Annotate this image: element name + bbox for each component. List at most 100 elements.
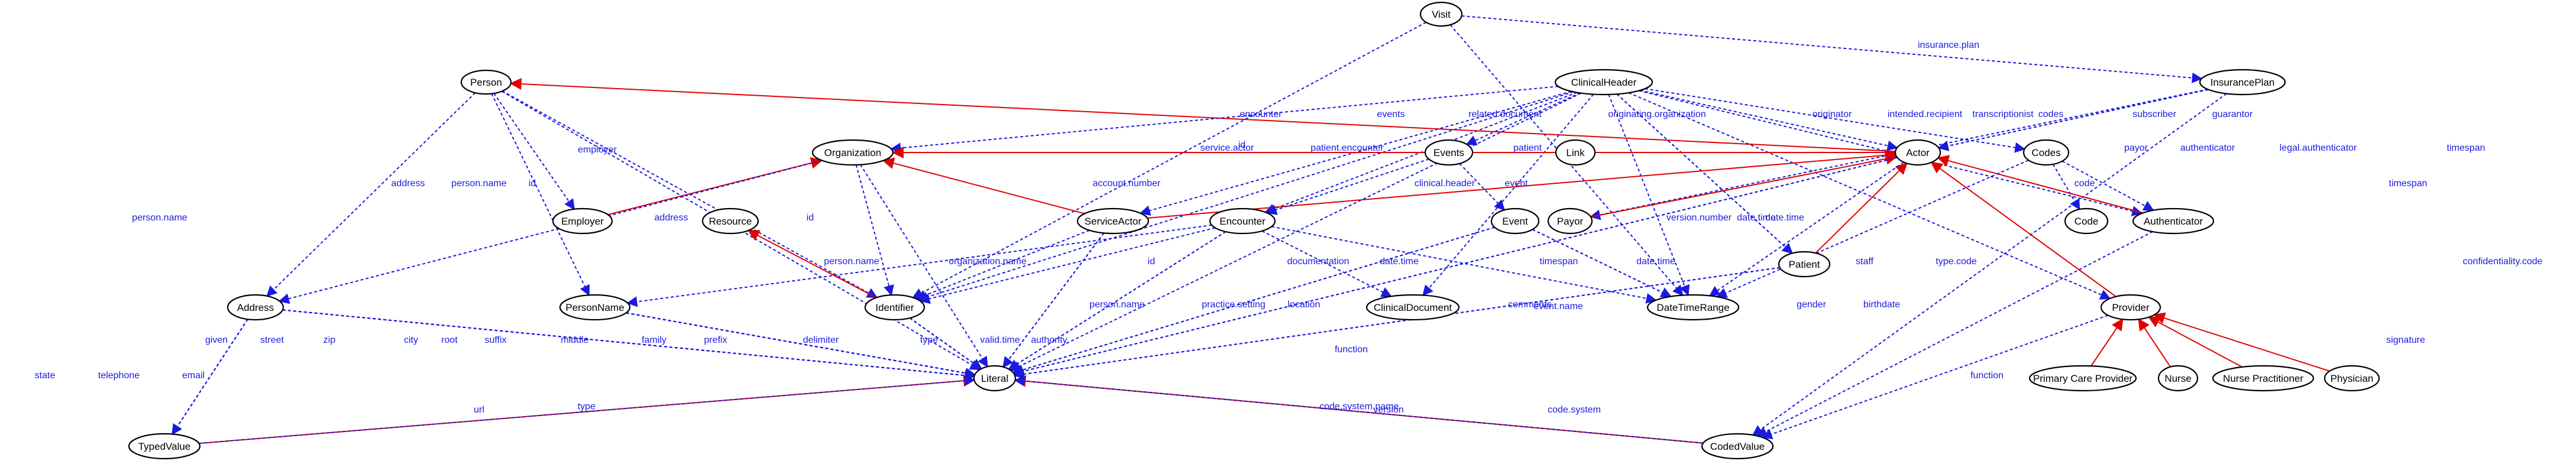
node-personname[interactable]: PersonName — [559, 294, 631, 321]
node-label: Resource — [709, 216, 752, 227]
node-patient[interactable]: Patient — [1778, 251, 1831, 278]
edge-line — [1937, 89, 2209, 151]
edge-authenticator-to-actor — [1937, 155, 2143, 214]
node-label: Payor — [1557, 216, 1584, 227]
node-payor[interactable]: Payor — [1547, 207, 1593, 235]
edge-line — [491, 93, 590, 296]
edge-visit-to-identifier: id — [912, 21, 1426, 298]
node-event[interactable]: Event — [1490, 207, 1540, 235]
node-label: Actor — [1906, 147, 1930, 158]
edge-line — [509, 77, 1896, 152]
node-events[interactable]: Events — [1424, 139, 1474, 166]
edge-line — [1012, 157, 1898, 376]
node-shape — [1646, 294, 1740, 321]
edge-label: id — [1148, 257, 1155, 267]
edge-label: service.actor — [1200, 143, 1254, 153]
node-organization[interactable]: Organization — [811, 139, 894, 166]
node-physician[interactable]: Physician — [2323, 365, 2380, 392]
node-shape — [2323, 365, 2380, 392]
node-codedvalue[interactable]: CodedValue — [1701, 433, 1774, 460]
node-identifier[interactable]: Identifier — [864, 294, 925, 321]
node-employer[interactable]: Employer — [552, 207, 613, 235]
node-label: Nurse — [2164, 373, 2191, 384]
node-serviceactor[interactable]: ServiceActor — [1076, 207, 1150, 235]
node-label: DateTimeRange — [1656, 302, 1729, 313]
edge-line — [1639, 90, 2143, 216]
edge-line — [626, 312, 976, 379]
edge-label: comments — [1508, 300, 1552, 310]
node-insuranceplan[interactable]: InsurancePlan — [2199, 69, 2286, 96]
edge-codes-to-authenticator: authenticator — [2062, 143, 2235, 211]
node-shape — [1490, 207, 1540, 235]
node-primarycareprovider[interactable]: Primary Care Provider — [2028, 365, 2137, 392]
node-label: Employer — [561, 216, 604, 227]
node-codes[interactable]: Codes — [2022, 139, 2070, 166]
node-person[interactable]: Person — [460, 69, 512, 95]
edge-label: signature — [2386, 335, 2425, 345]
node-link[interactable]: Link — [1555, 139, 1596, 166]
node-encounter[interactable]: Encounter — [1209, 207, 1276, 235]
edge-line — [266, 92, 476, 297]
edge-authenticator-to-codedvalue: signature — [1756, 231, 2425, 437]
edge-label: legal.authenticator — [2280, 143, 2357, 153]
edge-line — [1930, 161, 2117, 297]
edge-line — [1009, 92, 1582, 371]
node-label: Visit — [1432, 9, 1451, 20]
node-resource[interactable]: Resource — [701, 207, 759, 235]
edge-line — [1640, 89, 1898, 151]
edge-label: confidentiality.code — [2463, 257, 2543, 267]
edge-line — [607, 157, 823, 216]
edge-label: function — [1970, 371, 2004, 381]
edge-address-to-literal: state — [35, 309, 976, 381]
node-clinicaldocument[interactable]: ClinicalDocument — [1365, 294, 1460, 321]
node-label: Authenticator — [2144, 216, 2203, 227]
edge-line — [912, 21, 1426, 298]
edge-label: given — [205, 335, 228, 345]
edge-label: version — [1373, 405, 1404, 415]
edge-line — [1465, 92, 1581, 145]
edge-clinicalheader-to-authenticator: legal.authenticator — [1639, 90, 2357, 216]
edge-line — [1271, 226, 1657, 304]
node-datetimerange[interactable]: DateTimeRange — [1646, 294, 1740, 321]
node-shape — [1554, 69, 1653, 96]
node-typedvalue[interactable]: TypedValue — [128, 433, 201, 460]
edge-visit-to-insuranceplan: insurance.plan — [1461, 15, 2203, 83]
node-provider[interactable]: Provider — [2100, 294, 2161, 321]
node-clinicalheader[interactable]: ClinicalHeader — [1554, 69, 1653, 96]
node-nurse[interactable]: Nurse — [2157, 365, 2199, 392]
edge-line — [1002, 232, 1105, 368]
edge-codes-to-datetimerange: timespan — [1716, 160, 2427, 298]
node-shape — [128, 433, 201, 460]
edge-line — [917, 91, 1574, 302]
node-literal[interactable]: Literal — [973, 365, 1017, 392]
edge-label: location — [1287, 300, 1320, 310]
edge-label: state — [35, 371, 56, 381]
node-visit[interactable]: Visit — [1419, 1, 1463, 27]
node-authenticator[interactable]: Authenticator — [2132, 207, 2215, 235]
edge-label: person.name — [451, 178, 506, 189]
edge-patient-to-actor — [1815, 162, 1908, 254]
node-actor[interactable]: Actor — [1894, 139, 1941, 166]
edge-label: subscriber — [2132, 109, 2176, 119]
node-label: Events — [1433, 147, 1464, 158]
edge-label: patient — [1513, 143, 1542, 153]
node-label: Nurse Practitioner — [2223, 373, 2303, 384]
edge-label: gender — [1797, 300, 1826, 310]
edge-label: telephone — [98, 371, 140, 381]
node-shape — [2028, 365, 2137, 392]
edge-line — [1708, 161, 1904, 297]
node-shape — [1419, 1, 1463, 27]
node-code[interactable]: Code — [2064, 207, 2109, 235]
node-shape — [552, 207, 613, 235]
edge-clinicalheader-to-literal: version.number — [1009, 92, 1732, 371]
edge-line — [1461, 15, 2203, 83]
edge-label: payor — [2124, 143, 2148, 153]
edge-clinicalheader-to-identifier: service.actor — [917, 91, 1574, 302]
node-address[interactable]: Address — [226, 294, 284, 321]
edge-line — [882, 157, 1085, 215]
edge-organization-to-literal: organization.name — [860, 164, 1027, 368]
edge-line — [1752, 93, 2227, 436]
node-shape — [1365, 294, 1460, 321]
edge-label: person.name — [824, 257, 879, 267]
node-nursepractitioner[interactable]: Nurse Practitioner — [2212, 365, 2315, 392]
